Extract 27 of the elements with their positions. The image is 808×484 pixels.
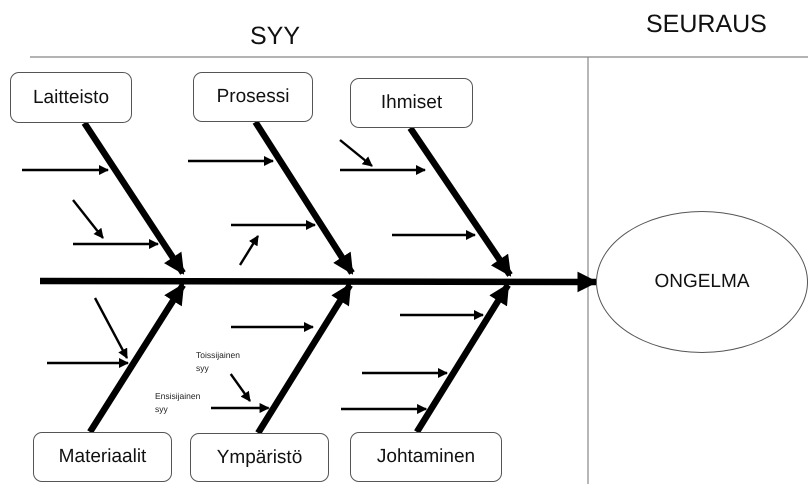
section-heading: SYY xyxy=(250,22,300,51)
arrow xyxy=(230,373,251,402)
arrow xyxy=(341,404,428,414)
node-label: Ympäristö xyxy=(216,446,302,468)
bone-arrow xyxy=(255,283,353,435)
node-label: Prosessi xyxy=(216,86,290,108)
bone-arrow xyxy=(40,272,598,292)
node-label: Materiaalit xyxy=(58,446,146,468)
node-label: ONGELMA xyxy=(654,271,750,293)
category-box xyxy=(190,433,329,482)
node-label: Ihmiset xyxy=(380,92,442,114)
section-heading: SEURAUS xyxy=(646,10,767,39)
category-box xyxy=(193,72,313,122)
node-label: Laitteisto xyxy=(32,86,110,108)
category-box xyxy=(350,78,473,128)
category-box xyxy=(33,432,172,482)
node-label: Ensisijainen syy xyxy=(155,390,202,415)
category-box xyxy=(10,72,132,123)
bone-arrow xyxy=(408,126,513,277)
category-box xyxy=(350,432,502,482)
bone-arrow xyxy=(82,121,186,275)
bone-arrow xyxy=(414,283,511,434)
node-label: Toissijainen syy xyxy=(196,349,241,374)
node-label: Johtaminen xyxy=(376,446,476,468)
arrow xyxy=(211,402,270,414)
bone-arrow xyxy=(87,283,186,434)
bone-arrow xyxy=(252,120,355,275)
